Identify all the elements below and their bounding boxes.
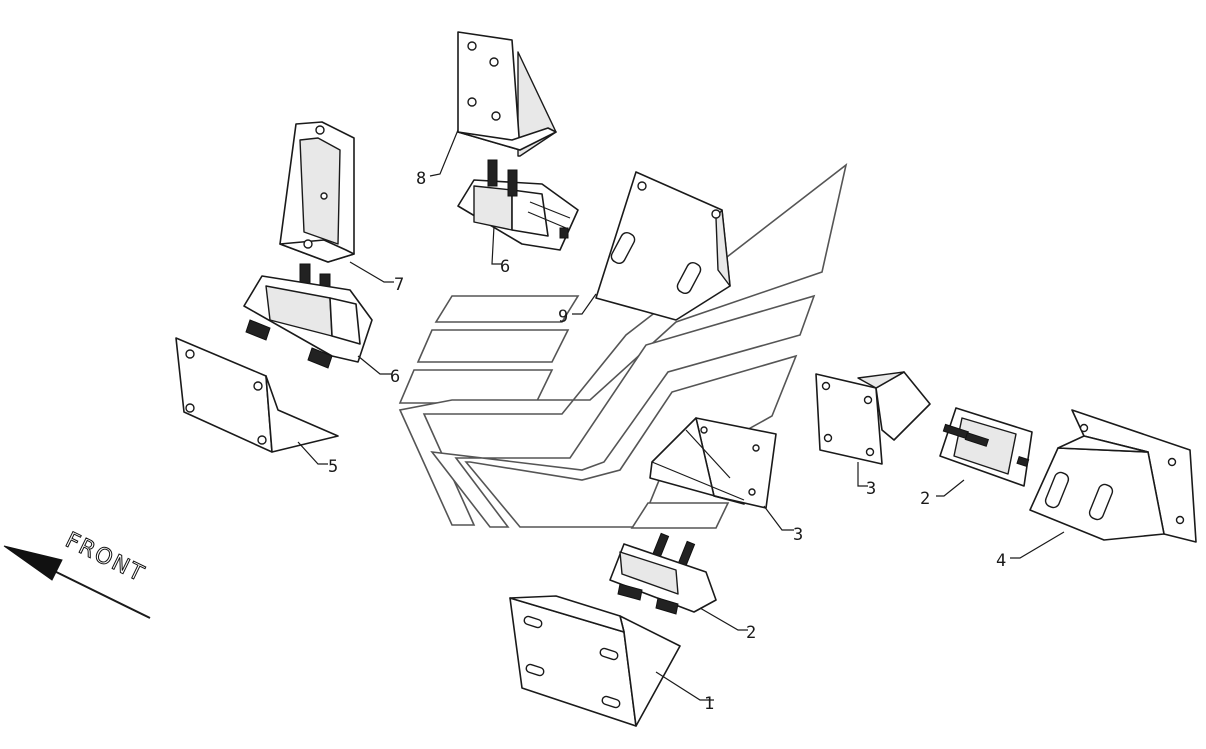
leader-7 — [349, 261, 394, 283]
leader-2b — [936, 479, 965, 497]
logo-bar-middle — [416, 329, 570, 363]
callout-2a: 2 — [746, 623, 756, 643]
leader-9 — [572, 293, 597, 315]
part-8-gusset-bracket — [457, 31, 557, 157]
callout-3b: 3 — [866, 479, 876, 499]
part-4-right-bracket — [1029, 409, 1197, 543]
callout-9: 9 — [558, 307, 568, 327]
leader-6a — [491, 225, 502, 265]
part-9-angle-bracket — [595, 171, 731, 321]
logo-bar-bottom — [398, 369, 554, 404]
watermark-logo — [398, 163, 848, 529]
callout-5: 5 — [328, 457, 338, 477]
front-label: FRONT — [61, 528, 148, 588]
leader-1 — [655, 671, 714, 701]
leader-2a — [699, 607, 748, 631]
part-2-rubber-mount-center — [609, 532, 717, 615]
callout-labels: 1 2 2 3 3 4 5 6 6 7 8 9 — [328, 169, 1006, 714]
logo-chevron-2 — [430, 294, 816, 528]
arrow-head-icon — [3, 545, 63, 581]
part-6-rubber-mount-upper — [457, 159, 579, 251]
callout-1: 1 — [704, 694, 714, 714]
logo-bar-lower-right — [630, 502, 730, 529]
leader-lines — [297, 129, 1065, 701]
logo-chevron-1 — [398, 163, 848, 526]
logo-chevron-3 — [464, 354, 798, 528]
part-3-right-bracket — [815, 371, 931, 465]
callout-8: 8 — [416, 169, 426, 189]
leader-5 — [297, 441, 328, 465]
part-7-tall-bracket — [279, 121, 355, 263]
callout-6a: 6 — [500, 257, 510, 277]
leader-8 — [429, 129, 459, 177]
part-2-rubber-mount-right — [939, 407, 1033, 487]
part-3-center-bracket — [649, 417, 777, 509]
callout-3a: 3 — [793, 525, 803, 545]
callout-2b: 2 — [920, 489, 930, 509]
leader-3b — [857, 462, 868, 487]
front-direction-arrow: FRONT — [3, 527, 151, 619]
leader-4 — [1010, 531, 1065, 559]
part-1-base-plate — [509, 595, 681, 727]
callout-7: 7 — [394, 275, 404, 295]
leader-3a — [763, 505, 794, 531]
callout-6b: 6 — [390, 367, 400, 387]
part-6-rubber-mount-left — [243, 263, 373, 369]
leader-6b — [357, 355, 392, 375]
part-5-base-plate — [175, 337, 339, 453]
logo-bar-top — [434, 295, 580, 323]
callout-4: 4 — [996, 551, 1006, 571]
